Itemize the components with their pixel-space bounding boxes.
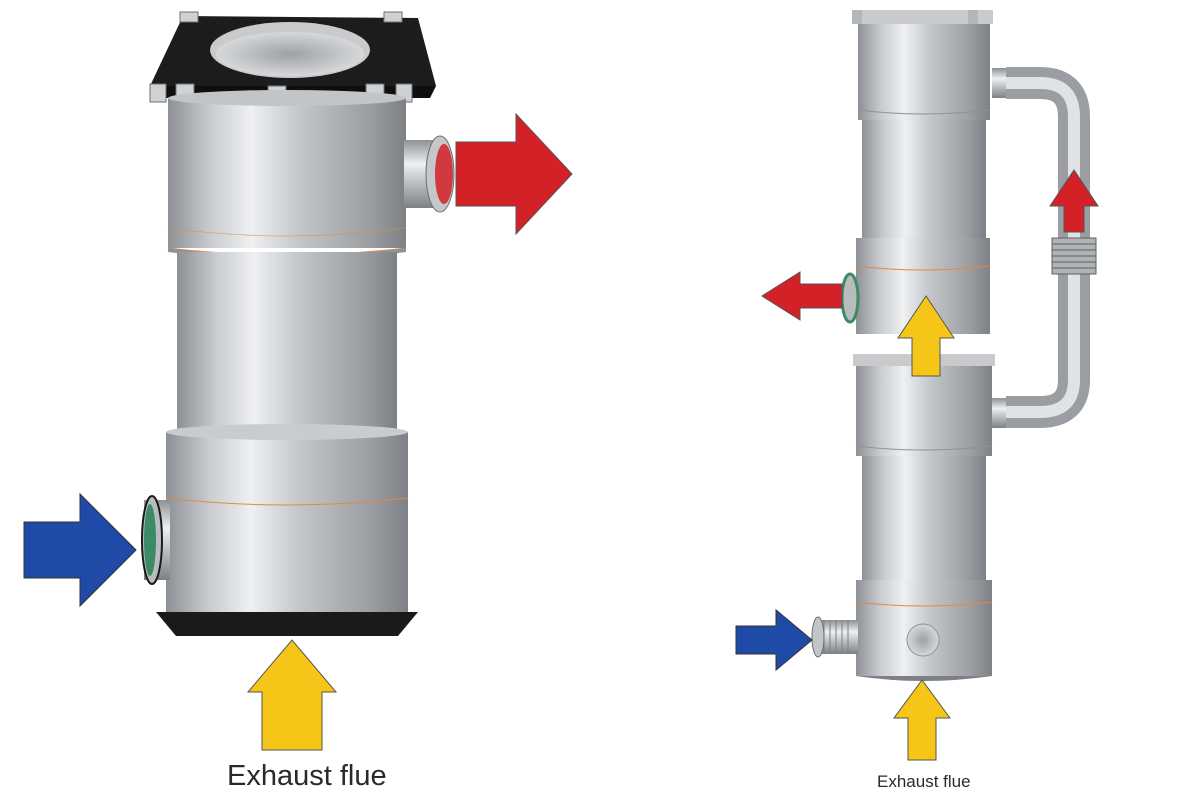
right-heat-exchanger	[811, 10, 1097, 681]
left-exhaust-caption: Exhaust flue	[227, 760, 387, 792]
right-exhaust-caption: Exhaust flue	[877, 772, 971, 791]
left-heat-exchanger	[141, 11, 455, 636]
blue-arrow-icon	[735, 608, 813, 672]
yellow-arrow-icon	[893, 679, 951, 761]
bypass-pipe	[992, 67, 1097, 428]
red-arrow-icon	[455, 112, 573, 236]
lower-module	[811, 354, 995, 681]
upper-shell	[167, 90, 407, 260]
outlet-nozzle	[404, 135, 455, 213]
blue-arrow-icon	[23, 492, 137, 608]
upper-module	[840, 10, 993, 334]
yellow-arrow-icon	[897, 295, 955, 377]
middle-body	[177, 252, 397, 432]
red-arrow-icon	[1049, 169, 1099, 233]
inlet-nozzle	[141, 495, 170, 585]
lower-shell	[156, 424, 418, 636]
yellow-arrow-icon	[246, 639, 338, 751]
top-flange	[149, 11, 436, 103]
red-arrow-icon	[761, 271, 843, 321]
